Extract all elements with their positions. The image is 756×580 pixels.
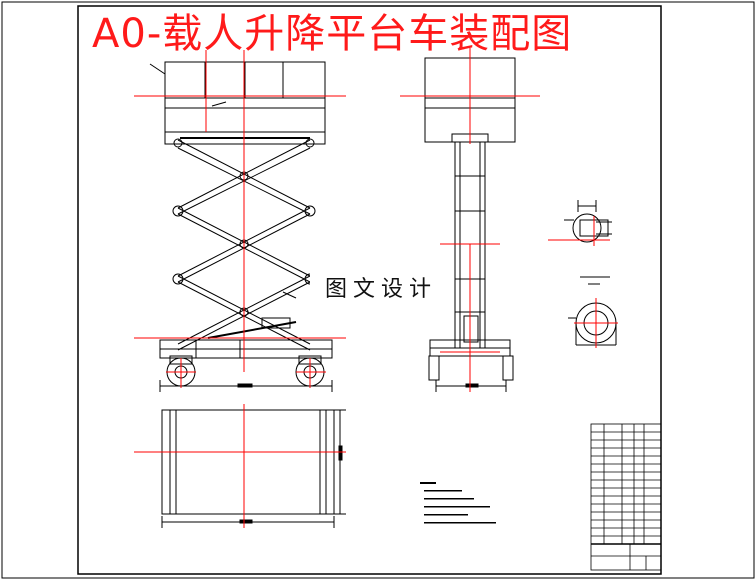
detail-view-b (568, 276, 617, 346)
plan-view (161, 409, 346, 528)
detail-view-a (564, 200, 612, 243)
technical-notes (420, 482, 496, 524)
front-view (149, 61, 333, 392)
watermark-label: 图文设计 (310, 272, 452, 308)
drawing-title: A0-载人升降平台车装配图 (92, 11, 573, 57)
parts-list-table (590, 423, 662, 571)
drawing-frame (77, 5, 662, 575)
centerlines (134, 48, 618, 528)
